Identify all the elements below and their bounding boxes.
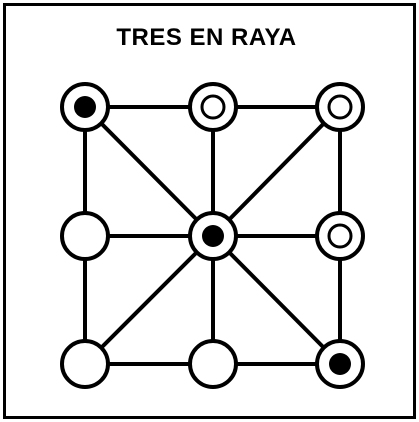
board-line-diagonal [211,234,342,366]
piece-filled-icon [74,96,96,118]
board-point-empty-r2c1 [60,211,110,261]
board-point-empty-r3c2 [188,339,238,389]
game-title: TRES EN RAYA [116,24,297,51]
piece-filled-icon [329,353,351,375]
board-line-diagonal [211,105,342,238]
piece-ring-icon [200,94,226,120]
piece-ring-icon [327,223,353,249]
piece-filled-icon [202,225,224,247]
board-point-empty-r3c1 [60,339,110,389]
piece-ring-icon [327,94,353,120]
board-line-diagonal [83,105,215,238]
board-line-diagonal [83,234,215,366]
